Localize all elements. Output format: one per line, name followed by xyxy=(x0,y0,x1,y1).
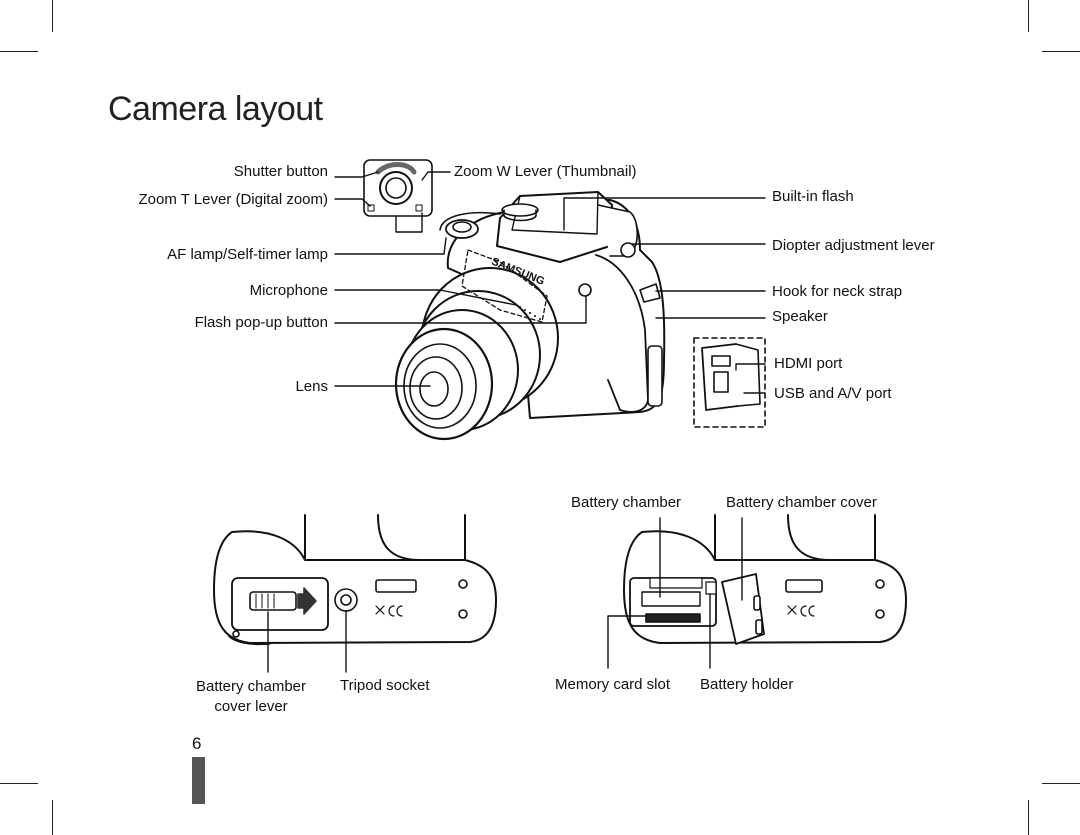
camera-underside-left xyxy=(213,514,497,646)
crop-mark xyxy=(1042,51,1080,52)
crop-mark xyxy=(52,0,53,32)
label-battery-holder: Battery holder xyxy=(700,676,794,693)
camera-front-view: SAMSUNG xyxy=(394,191,666,441)
label-hdmi-port: HDMI port xyxy=(774,355,843,372)
label-builtin-flash: Built-in flash xyxy=(772,188,854,205)
label-shutter-button: Shutter button xyxy=(233,163,328,180)
label-tripod-socket: Tripod socket xyxy=(340,677,430,694)
crop-mark xyxy=(1028,0,1029,32)
page-title: Camera layout xyxy=(108,90,323,128)
label-microphone: Microphone xyxy=(249,282,328,299)
ports-inset xyxy=(693,337,766,428)
microphone-grille xyxy=(514,303,541,320)
leader-lines-bottom-right xyxy=(607,517,743,669)
crop-mark xyxy=(1042,783,1080,784)
crop-mark xyxy=(0,783,38,784)
page-tab-marker xyxy=(192,757,205,804)
label-neck-strap-hook: Hook for neck strap xyxy=(772,283,903,300)
crop-mark xyxy=(0,51,38,52)
label-usb-av-port: USB and A/V port xyxy=(774,385,892,402)
leader-lines-bottom-left xyxy=(267,610,347,673)
label-memory-card-slot: Memory card slot xyxy=(555,676,671,693)
label-diopter-lever: Diopter adjustment lever xyxy=(772,237,935,254)
crop-mark xyxy=(52,800,53,835)
label-af-lamp: AF lamp/Self-timer lamp xyxy=(167,246,328,263)
label-lens: Lens xyxy=(295,378,328,395)
label-battery-chamber: Battery chamber xyxy=(571,494,682,511)
shutter-inset xyxy=(363,159,433,217)
crop-mark xyxy=(1028,800,1029,835)
label-zoom-w-lever: Zoom W Lever (Thumbnail) xyxy=(454,163,637,180)
label-flash-popup-button: Flash pop-up button xyxy=(194,314,328,331)
label-battery-cover-lever: Battery chamber cover lever xyxy=(195,678,307,715)
label-zoom-t-lever: Zoom T Lever (Digital zoom) xyxy=(138,191,328,208)
label-battery-chamber-cover: Battery chamber cover xyxy=(726,494,877,511)
camera-underside-right xyxy=(623,514,907,645)
page-number: 6 xyxy=(192,734,202,753)
leader-lines-top xyxy=(334,171,766,394)
label-speaker: Speaker xyxy=(772,308,828,325)
